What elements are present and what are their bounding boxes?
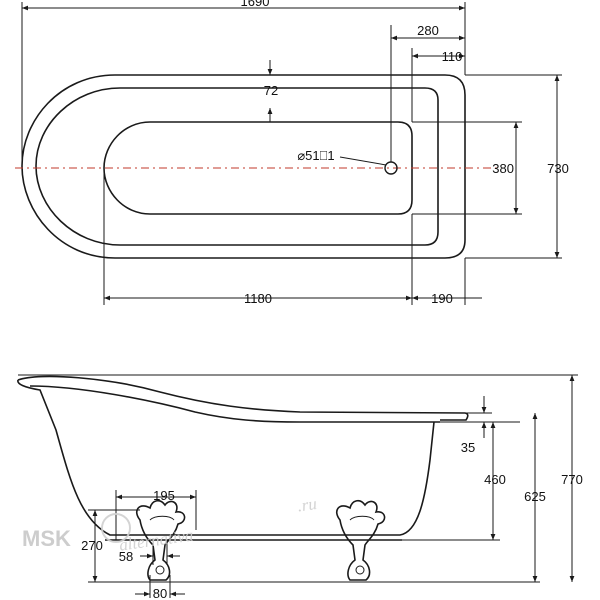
dim-inner-width: 380 <box>492 161 514 176</box>
side-view: 35 460 625 770 195 270 58 80 <box>17 374 583 600</box>
watermark-brand: MSK <box>22 526 71 551</box>
dim-leg-height: 270 <box>81 538 103 553</box>
tub-rim-inner <box>29 385 440 423</box>
dim-leg-width: 58 <box>119 549 133 564</box>
dim-rim-end: 110 <box>442 49 463 64</box>
dim-foot-width: 80 <box>153 586 167 600</box>
watermark-suffix: .ru <box>296 494 318 516</box>
drain-label: ⌀51⎕1 <box>297 148 334 163</box>
tub-body-outline <box>17 379 435 536</box>
outer-shell-outline <box>21 74 466 259</box>
left-claw-foot <box>135 499 186 581</box>
dim-leg-spacing: 195 <box>153 488 175 503</box>
top-view: 1690 280 110 72 ⌀51⎕1 380 730 1180 <box>15 0 569 306</box>
tub-rim-profile <box>17 375 469 421</box>
dim-drain-offset: 280 <box>417 23 439 38</box>
watermark-logo-icon <box>101 513 131 543</box>
dim-rim-width: 72 <box>264 83 278 98</box>
dim-rim-drop: 35 <box>461 440 475 455</box>
dim-inner-depth: 460 <box>484 472 506 487</box>
dim-overall-height: 770 <box>561 472 583 487</box>
watermark: MSK alternativa .ru <box>22 494 318 555</box>
rim-outline <box>35 87 439 246</box>
dim-overall-width: 730 <box>547 161 569 176</box>
dim-inner-length: 1180 <box>244 291 272 306</box>
inner-basin-outline <box>103 121 413 215</box>
dim-end-offset: 190 <box>431 291 453 306</box>
dim-overall-length: 1690 <box>241 0 270 9</box>
dim-body-height: 625 <box>524 489 546 504</box>
right-claw-foot <box>335 499 386 581</box>
